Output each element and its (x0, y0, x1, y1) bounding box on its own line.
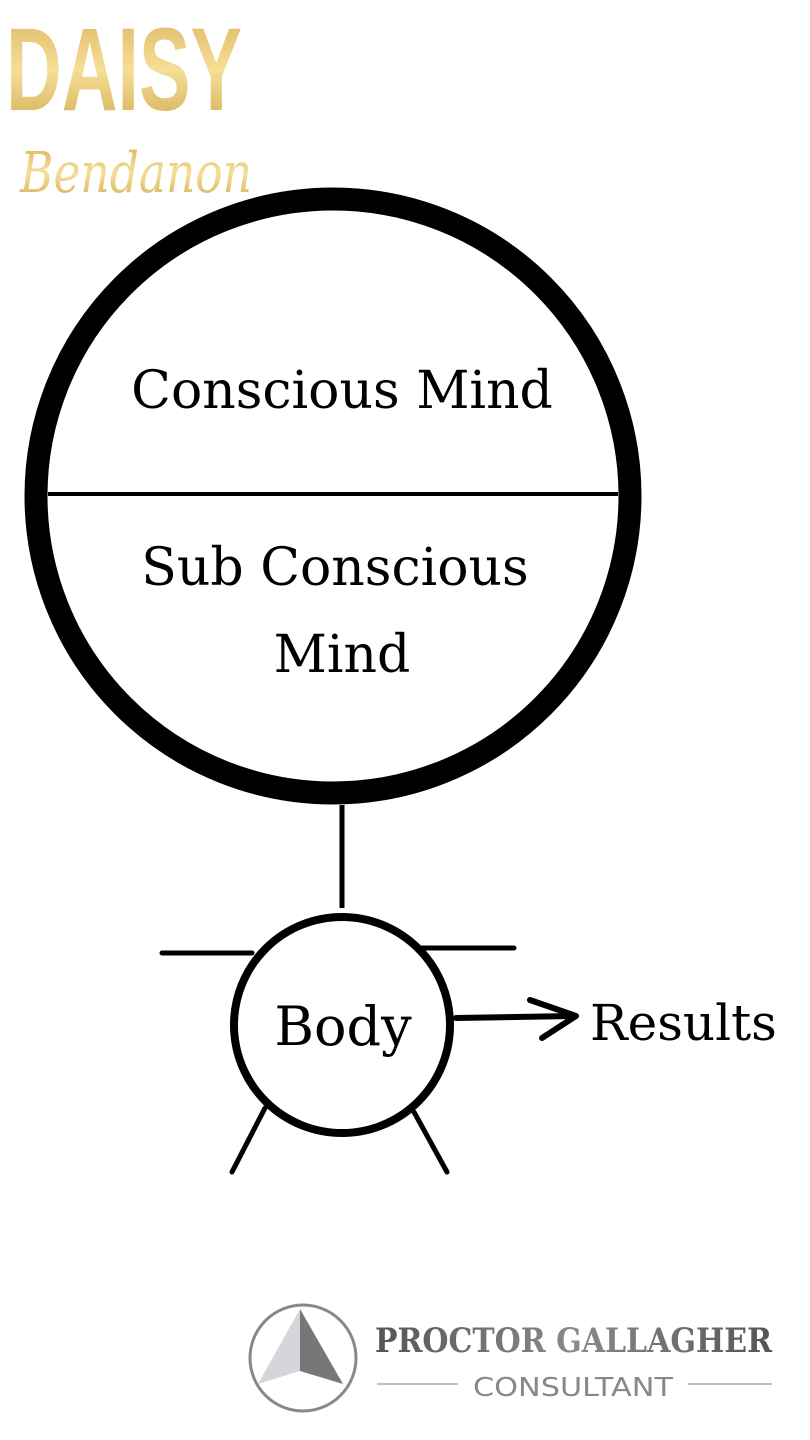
body-label: Body (274, 995, 412, 1058)
subconscious-mind-label-line2: Mind (274, 625, 411, 685)
mind-circle (24, 187, 642, 805)
spoke-lower-right (411, 1109, 450, 1175)
subconscious-mind-label-line1: Sub Conscious (141, 538, 528, 598)
body-circle (230, 913, 454, 1137)
proctor-gallagher-logo: PROCTOR GALLAGHER CONSULTANT (248, 1303, 773, 1413)
spoke-lower-left (229, 1105, 268, 1175)
arrow-icon (453, 997, 579, 1041)
results-label: Results (590, 994, 777, 1052)
logo-ring (248, 1303, 358, 1413)
logo-triangle-right (300, 1309, 343, 1384)
brand-logo-name: DAISY (6, 4, 242, 136)
brand-logo: DAISY Bendanon (6, 4, 252, 206)
logo-subtitle: CONSULTANT (473, 1373, 673, 1403)
conscious-mind-label: Conscious Mind (131, 361, 553, 421)
brand-logo-script: Bendanon (19, 141, 252, 206)
logo-title: PROCTOR GALLAGHER (375, 1321, 773, 1361)
logo-triangle-left (258, 1309, 300, 1384)
body-spokes (159, 945, 517, 1175)
